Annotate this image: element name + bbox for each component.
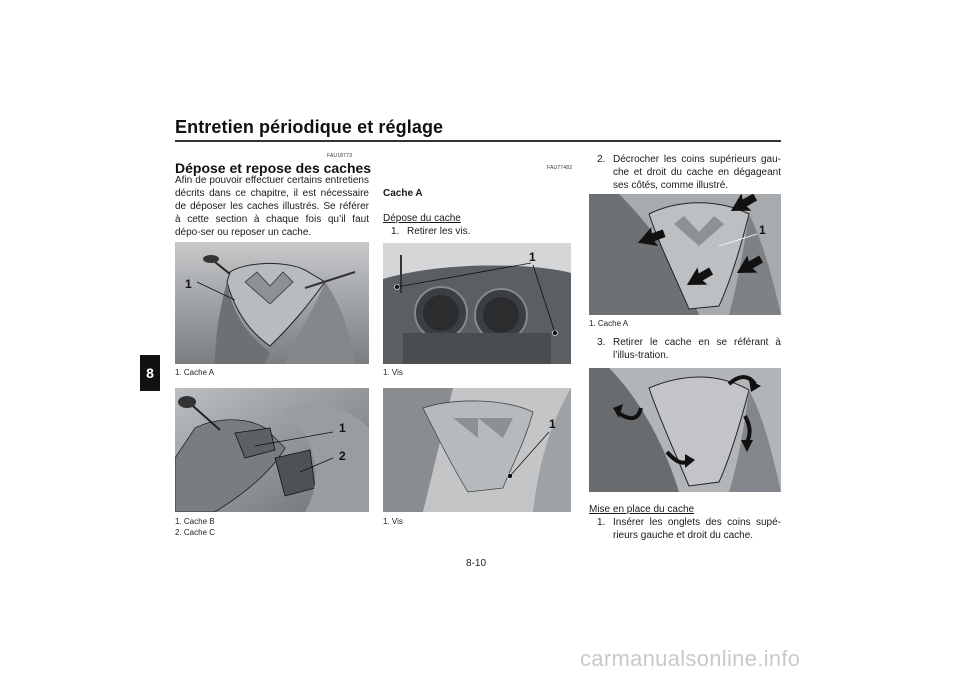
installation-step-1: 1. Insérer les onglets des coins supé-ri… xyxy=(597,516,781,542)
removal-step-2: 2. Décrocher les coins supérieurs gau-ch… xyxy=(597,153,781,192)
page-number: 8-10 xyxy=(466,558,487,569)
removal-step-3: 3. Retirer le cache en se référant à l’i… xyxy=(597,336,781,362)
figure2-callout-1: 1 xyxy=(339,421,346,435)
step-number: 3. xyxy=(597,337,606,348)
figure-cache-b-c: 1 2 xyxy=(175,388,369,512)
unhook-illustration: 1 xyxy=(589,194,781,315)
step-number: 1. xyxy=(597,517,606,528)
step-number: 2. xyxy=(597,154,606,165)
section-title: Dépose et repose des caches xyxy=(175,160,372,176)
scooter-front-illustration-1: 1 xyxy=(175,242,369,364)
figure-cache-a-overview: 1 xyxy=(175,242,369,364)
chapter-tab: 8 xyxy=(140,355,160,391)
figure-unhook-corners: 1 xyxy=(589,194,781,315)
removal-subheading: Dépose du cache xyxy=(383,213,461,224)
watermark: carmanualsonline.info xyxy=(580,646,801,671)
page-title: Entretien périodique et réglage xyxy=(175,117,444,137)
step-text: Décrocher les coins supérieurs gau-che e… xyxy=(613,154,781,191)
step-text: Retirer le cache en se référant à l’illu… xyxy=(613,337,781,361)
figure2-caption-1: 1. Cache B xyxy=(175,517,215,526)
figure-screw-front: 1 xyxy=(383,388,571,512)
figure3-caption-1: 1. Vis xyxy=(383,368,403,377)
remove-cover-illustration xyxy=(589,368,781,492)
figure5-caption-1: 1. Cache A xyxy=(589,319,629,328)
figure-screws-dashboard: 1 xyxy=(383,243,571,364)
front-cover-illustration: 1 xyxy=(383,388,571,512)
figure5-callout-1: 1 xyxy=(759,223,766,237)
section-code-left: FAU18773 xyxy=(327,153,353,159)
header-rule xyxy=(175,140,781,142)
figure1-callout-1: 1 xyxy=(185,277,192,291)
figure4-caption-1: 1. Vis xyxy=(383,517,403,526)
figure3-callout-1: 1 xyxy=(529,250,536,264)
removal-step-1: 1. Retirer les vis. xyxy=(391,225,571,238)
step-number: 1. xyxy=(391,226,400,237)
section-code-middle: FAU77482 xyxy=(547,165,573,171)
figure2-caption-2: 2. Cache C xyxy=(175,528,216,537)
step-text: Retirer les vis. xyxy=(407,226,471,237)
scooter-front-illustration-2: 1 2 xyxy=(175,388,369,512)
dashboard-illustration: 1 xyxy=(383,243,571,364)
installation-subheading: Mise en place du cache xyxy=(589,504,695,515)
figure4-callout-1: 1 xyxy=(549,417,556,431)
figure-remove-cover xyxy=(589,368,781,492)
step-text: Insérer les onglets des coins supé-rieur… xyxy=(613,517,781,541)
figure1-caption-1: 1. Cache A xyxy=(175,368,215,377)
figure2-callout-2: 2 xyxy=(339,449,346,463)
intro-paragraph: Afin de pouvoir effectuer certains entre… xyxy=(175,175,369,238)
cache-a-heading: Cache A xyxy=(383,188,423,199)
